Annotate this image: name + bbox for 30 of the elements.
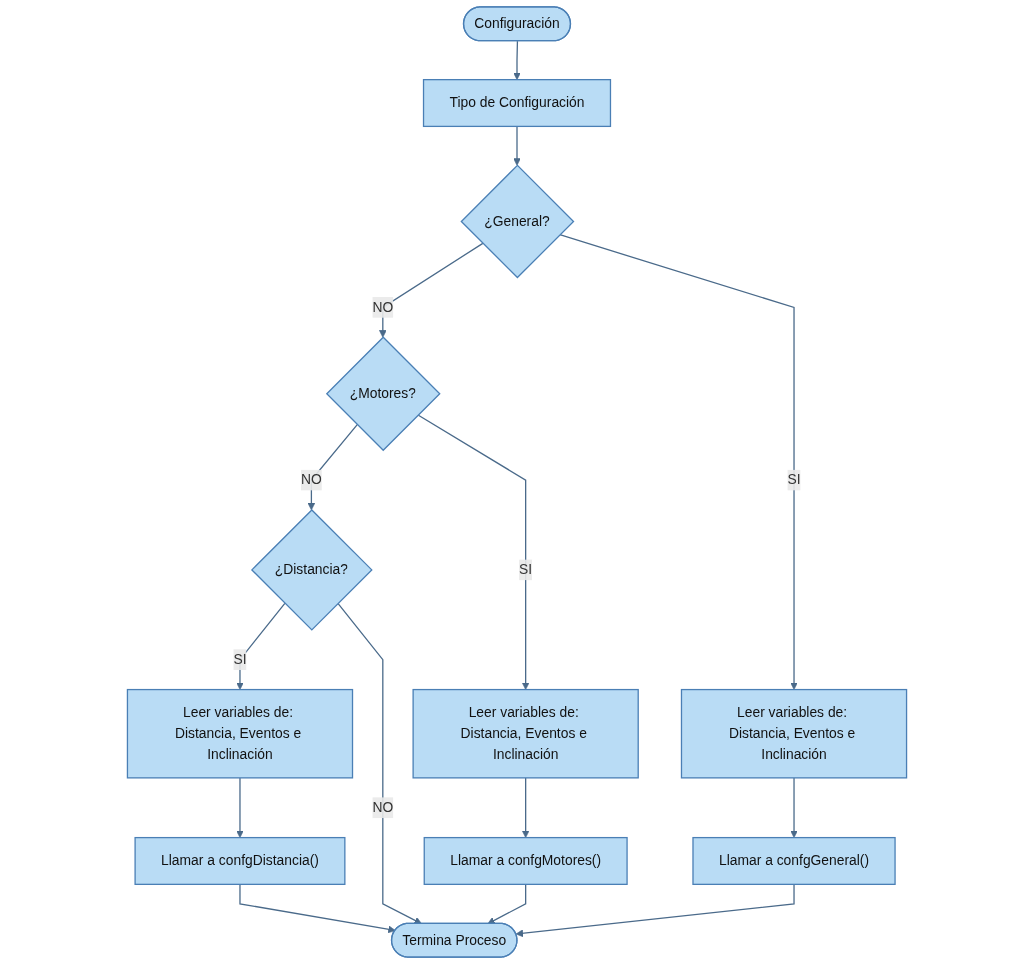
edge-label: SI <box>233 651 247 667</box>
edge-label: SI <box>787 472 801 488</box>
arrow <box>487 883 527 925</box>
arrow <box>521 777 530 838</box>
arrow <box>337 602 422 925</box>
edge-label: NO <box>301 472 322 488</box>
node-box: Tipo de Configuración <box>422 79 612 128</box>
node-box: Llamar a confgDistancia() <box>134 836 346 885</box>
node-box: Llamar a confgMotores() <box>423 836 628 885</box>
node-diamond: ¿Motores? <box>325 336 441 452</box>
arrow <box>513 40 521 80</box>
arrow <box>236 777 244 838</box>
node-diamond: ¿General? <box>460 164 575 279</box>
arrow <box>239 883 396 934</box>
arrow <box>307 424 358 511</box>
arrow <box>515 883 795 938</box>
node-box: Llamar a confgGeneral() <box>692 836 896 885</box>
arrow <box>790 777 798 838</box>
edge-label: NO <box>372 799 394 815</box>
arrow <box>559 234 798 690</box>
node-box: Leer variables de: Distancia, Eventos e Inclinación <box>680 688 908 779</box>
edge-label: SI <box>519 562 533 577</box>
edge-label: NO <box>372 299 394 315</box>
arrow <box>513 125 521 166</box>
node-diamond: ¿Distancia? <box>250 509 373 631</box>
arrow <box>417 414 530 690</box>
node-box: Leer variables de: Distancia, Eventos e Inclinación <box>126 688 354 779</box>
arrow <box>379 242 484 338</box>
arrow <box>236 602 286 690</box>
node-box: Leer variables de: Distancia, Eventos e Inclinación <box>412 688 639 779</box>
